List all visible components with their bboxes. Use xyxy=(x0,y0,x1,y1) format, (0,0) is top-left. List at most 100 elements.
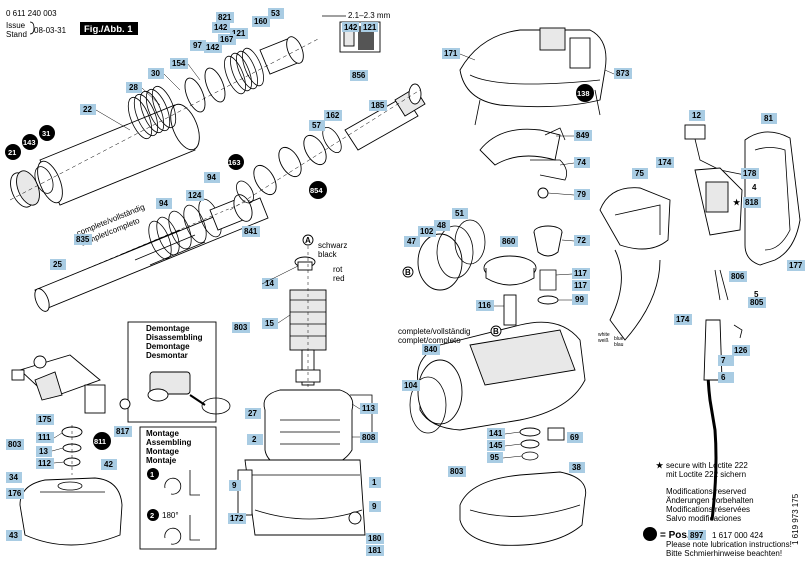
callout-841: 841 xyxy=(244,227,258,236)
callout-47: 47 xyxy=(407,237,416,246)
callout-177: 177 xyxy=(789,261,803,270)
callout-21: 21 xyxy=(8,148,16,157)
callout-117a: 117 xyxy=(574,269,587,278)
callout-172: 172 xyxy=(230,514,244,523)
issue-label: Issue xyxy=(6,21,26,30)
callout-154: 154 xyxy=(172,59,186,68)
callout-141: 141 xyxy=(489,429,503,438)
callout-162: 162 xyxy=(326,111,340,120)
callout-81: 81 xyxy=(764,114,773,123)
wire-label-black: black xyxy=(318,250,338,259)
callout-174a: 174 xyxy=(658,158,672,167)
motor-housing-group xyxy=(237,389,373,536)
callout-873: 873 xyxy=(616,69,630,78)
callout-34: 34 xyxy=(9,473,18,482)
marker-b-left: B xyxy=(405,268,411,277)
callout-43: 43 xyxy=(9,531,18,540)
marker-b-right: B xyxy=(493,327,499,336)
callout-818: 818 xyxy=(745,198,759,207)
callout-99: 99 xyxy=(575,295,584,304)
callout-22: 22 xyxy=(83,105,92,114)
callout-9a: 9 xyxy=(232,481,237,490)
callout-117b: 117 xyxy=(574,281,587,290)
callout-12: 12 xyxy=(692,111,701,120)
callout-79: 79 xyxy=(577,190,586,199)
top-cover-group xyxy=(459,27,607,199)
callout-25: 25 xyxy=(53,260,62,269)
callout-835: 835 xyxy=(76,235,90,244)
callout-69: 69 xyxy=(570,433,579,442)
callout-817: 817 xyxy=(116,427,130,436)
callout-111: 111 xyxy=(38,433,51,442)
mount-title-4: Montaje xyxy=(146,456,177,465)
callout-95: 95 xyxy=(490,453,499,462)
callout-94b: 94 xyxy=(207,173,216,182)
callout-5: 5 xyxy=(754,290,759,299)
callout-163: 163 xyxy=(228,158,241,167)
lubrication-note-2: Bitte Schmierhinweise beachten! xyxy=(666,549,782,558)
notes-panel: ★ secure with Loctite 222 mit Loctite 22… xyxy=(643,461,800,558)
callout-57: 57 xyxy=(312,121,321,130)
callout-808: 808 xyxy=(362,433,376,442)
tool-holder-group xyxy=(9,36,321,208)
callout-167: 167 xyxy=(220,35,234,44)
callout-53: 53 xyxy=(271,9,280,18)
callout-104: 104 xyxy=(404,381,418,390)
callout-30: 30 xyxy=(151,69,160,78)
callout-42: 42 xyxy=(104,460,113,469)
callout-74: 74 xyxy=(577,158,586,167)
callout-51: 51 xyxy=(455,209,464,218)
callout-171: 171 xyxy=(444,49,458,58)
modifications-note-2: Änderungen vorbehalten xyxy=(666,496,754,505)
mount-title-3: Montage xyxy=(146,447,179,456)
callout-856: 856 xyxy=(352,71,366,80)
callout-160: 160 xyxy=(254,17,268,26)
callout-38: 38 xyxy=(572,463,581,472)
callout-75: 75 xyxy=(635,169,644,178)
callout-27: 27 xyxy=(248,409,257,418)
mount-angle: 180° xyxy=(162,511,179,520)
callout-854: 854 xyxy=(310,186,323,195)
callout-142: 142 xyxy=(214,23,228,32)
lubrication-dot-icon xyxy=(643,527,657,541)
mount-title-2: Assembling xyxy=(146,438,191,447)
wire-label-white: white xyxy=(598,332,610,338)
callout-116: 116 xyxy=(478,301,491,310)
dismount-box: Demontage Disassembling Demontage Desmon… xyxy=(127,321,231,423)
callout-6: 6 xyxy=(721,373,726,382)
lubrication-note-1: Please note lubrication instructions! xyxy=(666,540,792,549)
mount-step-1: 1 xyxy=(150,470,154,479)
callout-840: 840 xyxy=(424,345,438,354)
brace xyxy=(29,21,35,35)
mount-step-2: 2 xyxy=(150,511,154,520)
brush-holder-group xyxy=(11,354,131,546)
wire-label-weiss: weiß xyxy=(598,338,609,344)
callout-185: 185 xyxy=(371,101,385,110)
callout-806: 806 xyxy=(731,272,745,281)
gear-housing-group: B B A xyxy=(402,219,587,546)
complete-label-4: complet/completo xyxy=(398,336,461,345)
callout-97: 97 xyxy=(193,41,202,50)
rear-handle-group xyxy=(599,124,801,521)
modifications-note-4: Salvo modificaciones xyxy=(666,514,741,523)
loctite-note-star: ★ xyxy=(656,461,664,470)
callout-805: 805 xyxy=(750,298,764,307)
callout-803c: 803 xyxy=(450,467,464,476)
pos-label: = Pos. xyxy=(660,530,690,541)
wire-label-rot: rot xyxy=(333,265,343,274)
pos-part-number: 1 617 000 424 xyxy=(712,531,764,540)
callout-7: 7 xyxy=(721,356,726,365)
wire-label-schwarz: schwarz xyxy=(318,241,347,250)
dismount-title-1: Demontage xyxy=(146,324,190,333)
wire-label-blau: blau xyxy=(614,342,624,348)
callout-102: 102 xyxy=(420,227,434,236)
stand-label: Stand xyxy=(6,30,27,39)
complete-label-3: complete/vollständig xyxy=(398,327,470,336)
callout-803a: 803 xyxy=(234,323,248,332)
leader-lines xyxy=(51,53,615,464)
callout-15: 15 xyxy=(265,319,274,328)
mount-box: Montage Assembling Montage Montaje 1 2 1… xyxy=(139,426,217,550)
callout-175: 175 xyxy=(38,415,52,424)
callout-811: 811 xyxy=(94,437,106,446)
